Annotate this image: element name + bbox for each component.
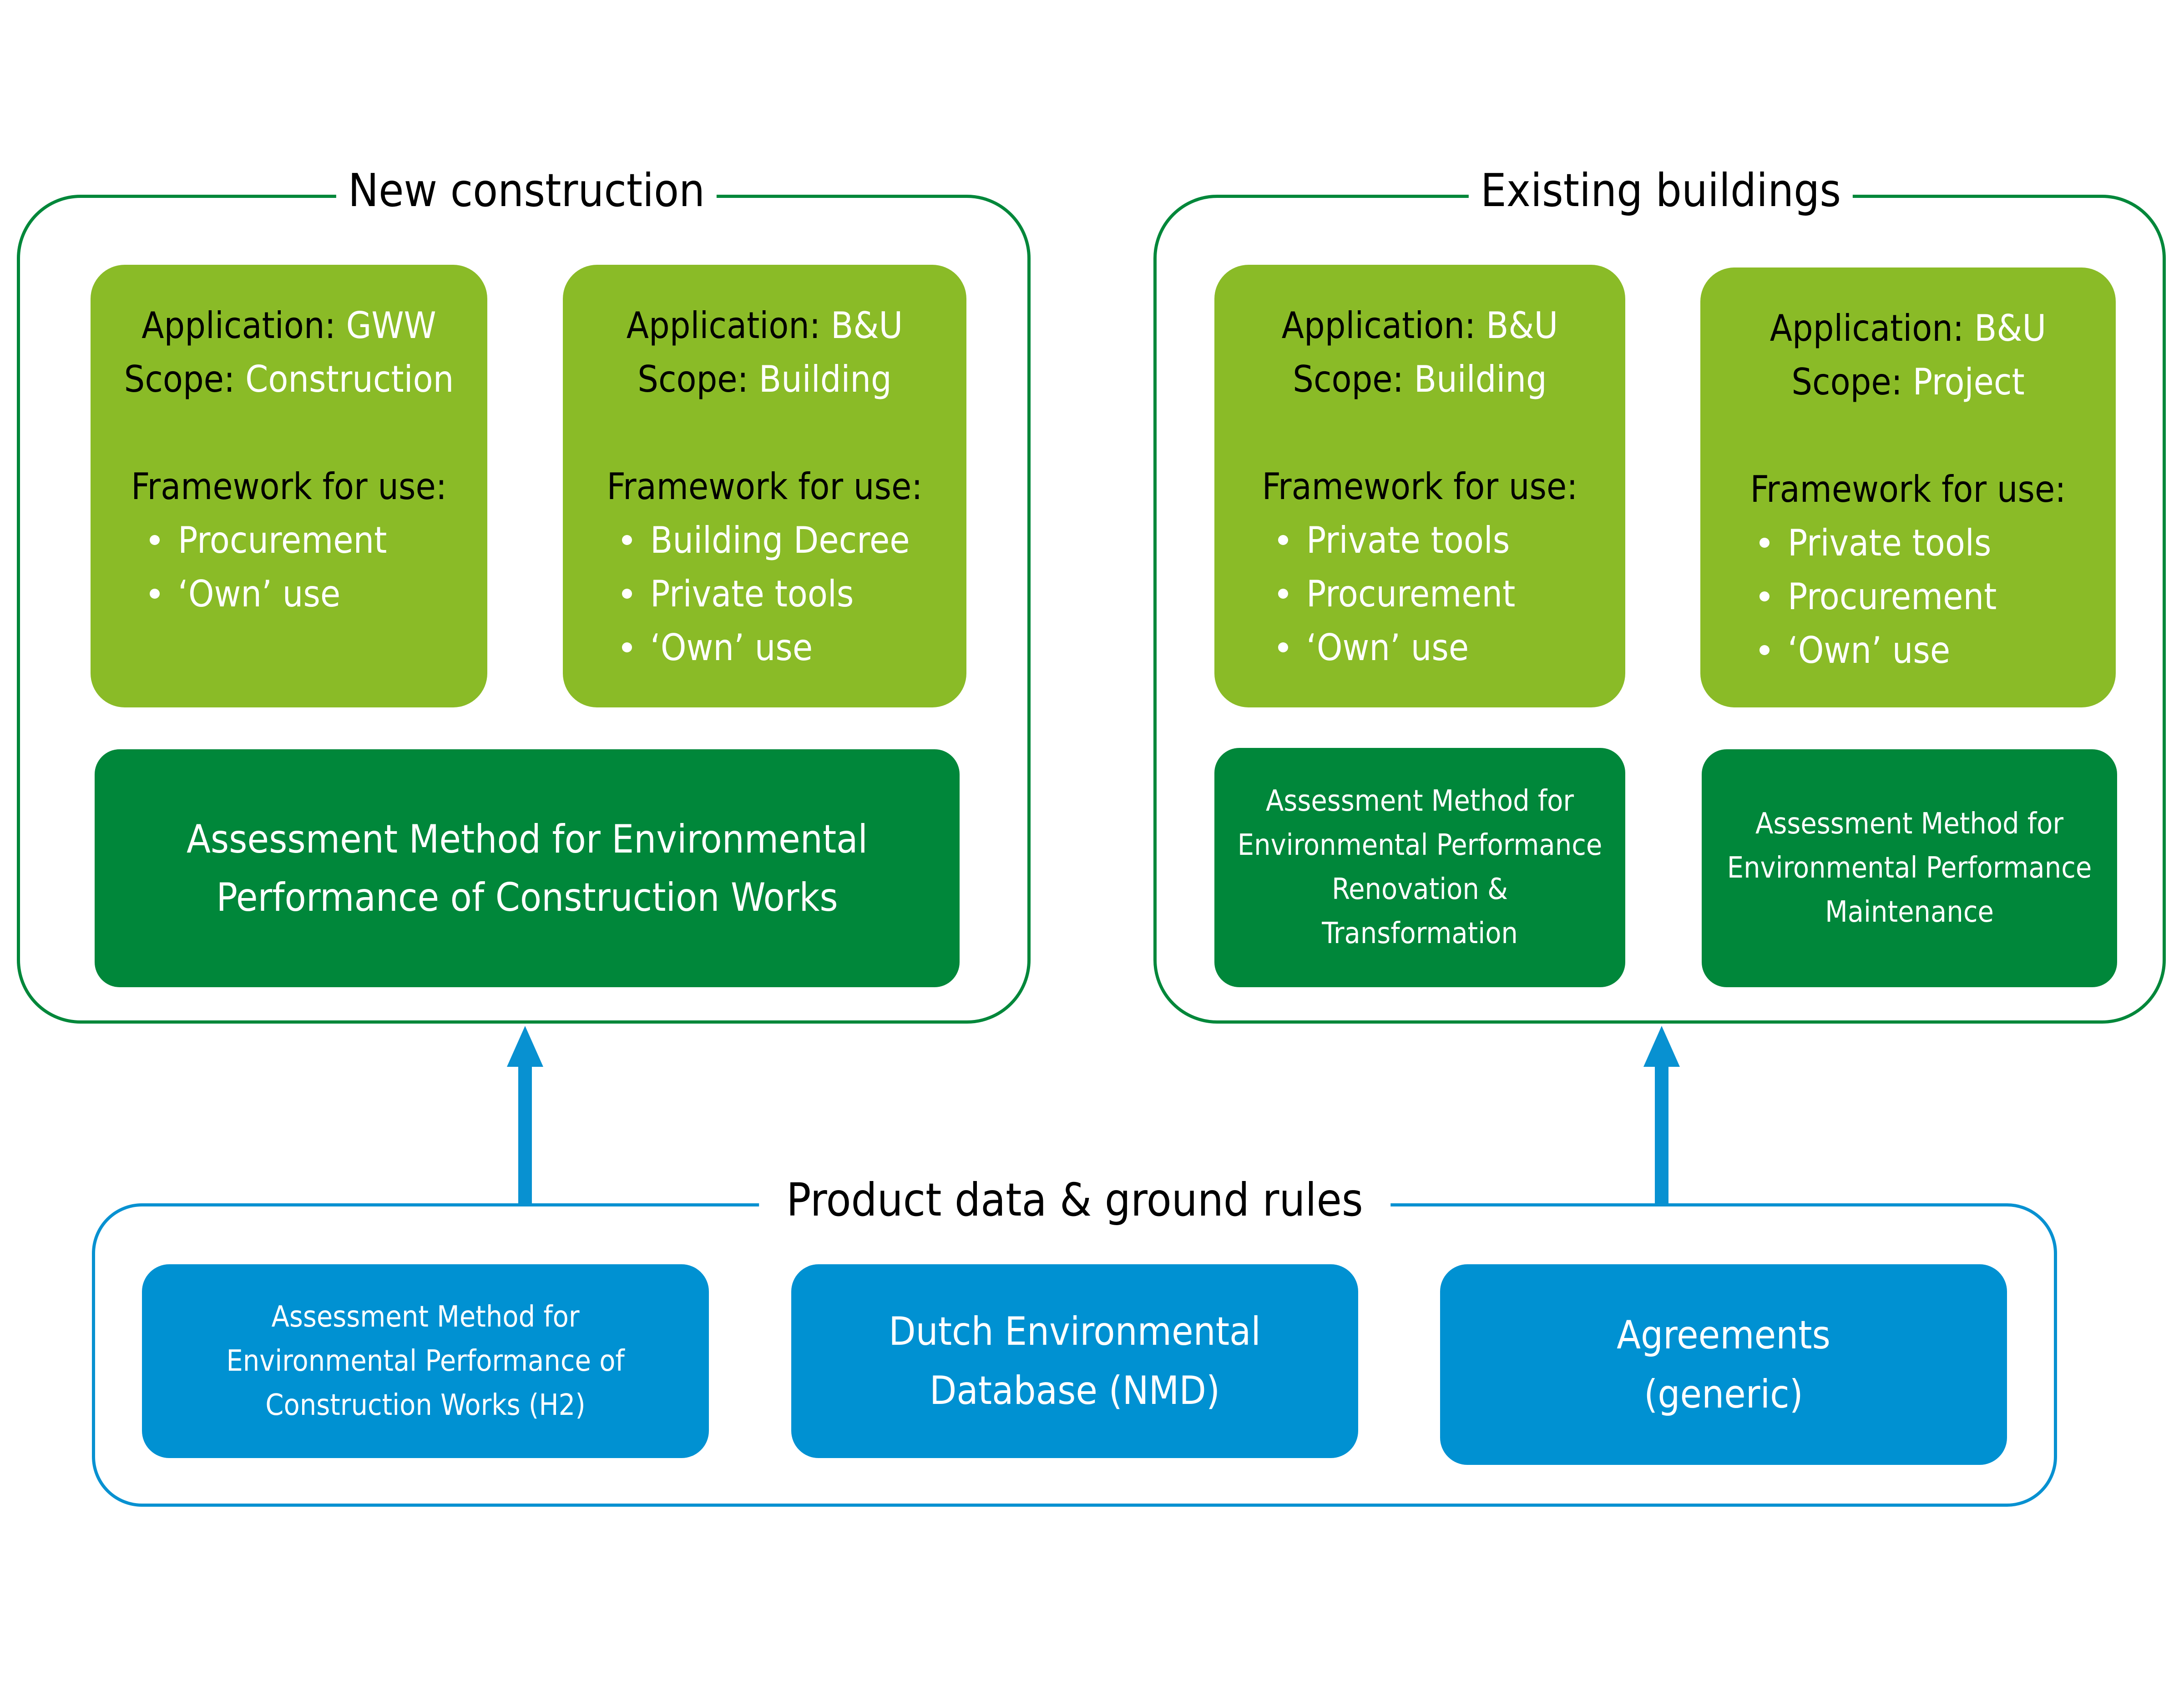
application-card-gww: Application: GWW Scope: Construction Fra… xyxy=(91,265,487,707)
box-label: Dutch Environmental Database (NMD) xyxy=(889,1309,1261,1413)
framework-item: Procurement xyxy=(1278,567,1515,621)
application-label: Application: xyxy=(142,304,336,347)
framework-label: Framework for use: xyxy=(1262,465,1578,508)
bullet-icon xyxy=(1759,591,1769,602)
scope-value: Building xyxy=(758,358,892,400)
framework-list: Private tools Procurement ‘Own’ use xyxy=(1759,516,1997,677)
method-label: Assessment Method for Environmental Perf… xyxy=(1727,807,2092,929)
application-line: Application: B&U xyxy=(1770,302,2046,355)
application-card-bu-project: Application: B&U Scope: Project Framewor… xyxy=(1700,268,2116,707)
bullet-icon xyxy=(622,589,632,599)
scope-line: Scope: Building xyxy=(637,353,891,406)
framework-list: Building Decree Private tools ‘Own’ use xyxy=(622,514,910,675)
framework-item-label: Private tools xyxy=(1788,522,1992,564)
framework-label: Framework for use: xyxy=(607,465,923,508)
bullet-icon xyxy=(1759,645,1769,656)
scope-label: Scope: xyxy=(637,358,748,400)
product-data-title: Product data & ground rules xyxy=(759,1177,1390,1223)
framework-item: Procurement xyxy=(1759,570,1997,624)
application-card-bu-building: Application: B&U Scope: Building Framewo… xyxy=(563,265,966,707)
arrow-head-icon xyxy=(507,1026,543,1067)
framework-label: Framework for use: xyxy=(131,465,447,508)
application-line: Application: B&U xyxy=(627,299,903,353)
agreements-box: Agreements (generic) xyxy=(1440,1264,2007,1465)
application-value: B&U xyxy=(1486,304,1558,347)
scope-line: Scope: Building xyxy=(1293,353,1547,406)
arrow-up-icon xyxy=(518,1060,532,1203)
bullet-icon xyxy=(1278,589,1288,599)
bullet-icon xyxy=(150,589,160,599)
scope-label: Scope: xyxy=(1293,358,1404,400)
box-label: Assessment Method for Environmental Perf… xyxy=(226,1300,625,1422)
assessment-method-renovation-transformation: Assessment Method for Environmental Perf… xyxy=(1214,748,1625,987)
bullet-icon xyxy=(622,642,632,653)
scope-label: Scope: xyxy=(124,358,235,400)
framework-item: ‘Own’ use xyxy=(1759,624,1997,677)
framework-item: Private tools xyxy=(1759,516,1997,570)
application-line: Application: B&U xyxy=(1282,299,1558,353)
framework-item: Building Decree xyxy=(622,514,910,567)
scope-line: Scope: Project xyxy=(1791,355,2024,409)
framework-item-label: Procurement xyxy=(1306,573,1516,615)
framework-item: ‘Own’ use xyxy=(150,567,387,621)
application-label: Application: xyxy=(1281,304,1476,347)
nmd-database-box: Dutch Environmental Database (NMD) xyxy=(791,1264,1358,1458)
arrow-up-icon xyxy=(1655,1060,1668,1203)
framework-list: Procurement ‘Own’ use xyxy=(150,514,387,621)
new-construction-title: New construction xyxy=(336,168,717,213)
box-label: Agreements (generic) xyxy=(1617,1312,1830,1417)
assessment-method-maintenance: Assessment Method for Environmental Perf… xyxy=(1702,749,2117,987)
framework-item: Procurement xyxy=(150,514,387,567)
framework-item-label: ‘Own’ use xyxy=(1788,629,1951,671)
bullet-icon xyxy=(1278,535,1288,545)
framework-item-label: ‘Own’ use xyxy=(650,626,813,669)
framework-list: Private tools Procurement ‘Own’ use xyxy=(1278,514,1515,675)
framework-item: Private tools xyxy=(622,567,910,621)
bullet-icon xyxy=(622,535,632,545)
method-label: Assessment Method for Environmental Perf… xyxy=(186,816,868,920)
framework-item: Private tools xyxy=(1278,514,1515,567)
scope-label: Scope: xyxy=(1791,361,1902,403)
application-value: B&U xyxy=(831,304,903,347)
application-value: B&U xyxy=(1974,307,2047,349)
framework-item-label: ‘Own’ use xyxy=(178,573,341,615)
assessment-method-h2-box: Assessment Method for Environmental Perf… xyxy=(142,1264,709,1458)
framework-item-label: Private tools xyxy=(650,573,854,615)
existing-buildings-title: Existing buildings xyxy=(1468,168,1853,213)
bullet-icon xyxy=(150,535,160,545)
framework-item-label: Procurement xyxy=(1788,575,1997,618)
application-label: Application: xyxy=(626,304,821,347)
framework-item-label: Procurement xyxy=(178,519,387,561)
arrow-head-icon xyxy=(1643,1026,1680,1067)
framework-item-label: Private tools xyxy=(1306,519,1510,561)
assessment-method-construction-works: Assessment Method for Environmental Perf… xyxy=(95,749,960,987)
bullet-icon xyxy=(1759,538,1769,548)
scope-value: Construction xyxy=(245,358,454,400)
framework-item-label: ‘Own’ use xyxy=(1306,626,1469,669)
framework-item: ‘Own’ use xyxy=(1278,621,1515,675)
bullet-icon xyxy=(1278,642,1288,653)
scope-value: Building xyxy=(1414,358,1547,400)
application-value: GWW xyxy=(346,304,436,347)
framework-label: Framework for use: xyxy=(1750,468,2066,510)
scope-value: Project xyxy=(1912,361,2025,403)
framework-item: ‘Own’ use xyxy=(622,621,910,675)
application-label: Application: xyxy=(1769,307,1964,349)
method-label: Assessment Method for Environmental Perf… xyxy=(1237,784,1603,950)
framework-item-label: Building Decree xyxy=(650,519,910,561)
application-line: Application: GWW xyxy=(142,299,436,353)
scope-line: Scope: Construction xyxy=(124,353,454,406)
application-card-bu-building-existing: Application: B&U Scope: Building Framewo… xyxy=(1214,265,1625,707)
